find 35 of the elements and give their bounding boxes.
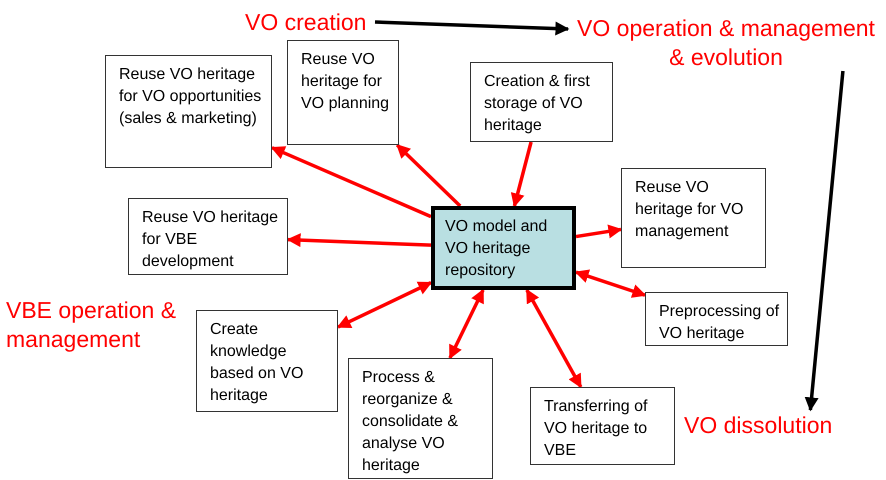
arrow [574, 270, 646, 298]
process-box [105, 55, 272, 168]
phase-label: VO creation [245, 8, 368, 36]
box-text: Creation & first storage of VO heritage [484, 72, 591, 136]
box-text: Reuse VO heritage for VO opportunities (sales & marketing) [119, 65, 262, 129]
box-text: VO model and VO heritage repository [445, 217, 548, 281]
phase-label: VBE operation & management [6, 296, 178, 354]
process-box [530, 387, 675, 465]
arrow [270, 146, 432, 218]
process-box [128, 198, 288, 275]
arrow [286, 233, 432, 248]
phase-label: VO operation & management & evolution [576, 14, 876, 72]
process-box [348, 358, 493, 479]
process-box [645, 292, 788, 346]
arrow [396, 144, 462, 208]
box-text: Create knowledge based on VO heritage [210, 320, 304, 406]
repository-box [431, 206, 576, 290]
phase-label: VO dissolution [684, 410, 834, 440]
arrow [336, 281, 432, 329]
process-box [621, 168, 766, 268]
box-text: Process & reorganize & consolidate & analyse VO heritage [362, 368, 460, 476]
process-box [287, 40, 399, 145]
arrow [576, 224, 622, 238]
arrow [525, 288, 582, 388]
box-text: Reuse VO heritage for VO management [635, 178, 744, 242]
box-text: Reuse VO heritage for VO planning [301, 50, 390, 114]
process-box [196, 310, 338, 412]
process-box [470, 62, 613, 142]
arrow [804, 70, 845, 412]
arrow [374, 20, 570, 36]
arrow [510, 142, 533, 208]
box-text: Transferring of VO heritage to VBE [544, 397, 648, 461]
arrow [448, 288, 485, 360]
box-text: Preprocessing of VO heritage [659, 302, 780, 344]
box-text: Reuse VO heritage for VBE development [142, 208, 280, 272]
